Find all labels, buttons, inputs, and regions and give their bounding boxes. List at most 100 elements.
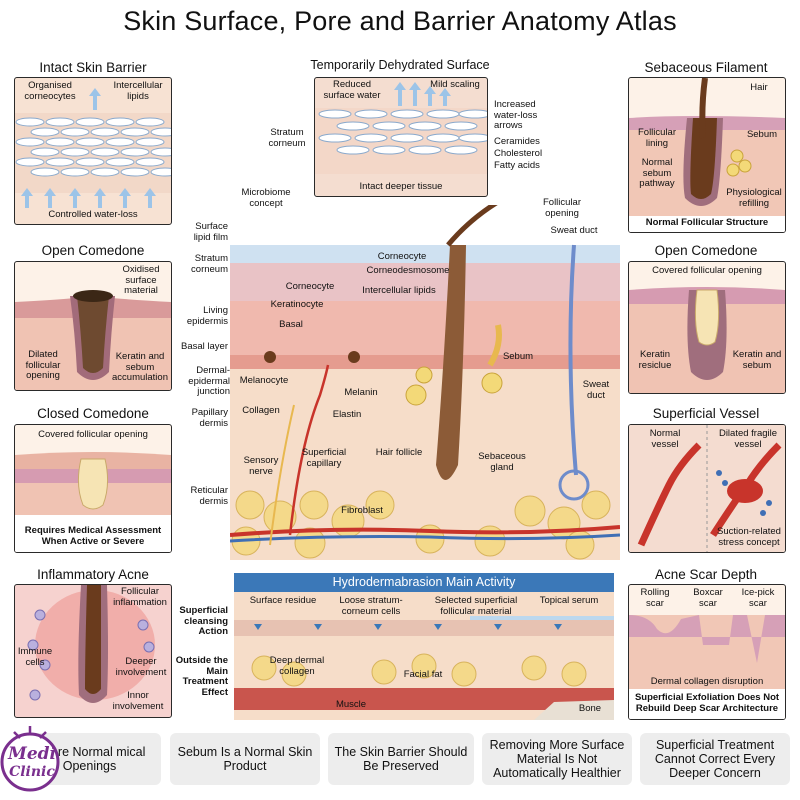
panel-title-superficial-vessel: Superficial Vessel <box>652 406 760 421</box>
label-surface-residue: Surface residue <box>249 595 317 606</box>
label-cholesterol: Cholesterol <box>494 148 543 159</box>
footer-box-removing: Removing More Surface Material Is Not Au… <box>482 733 632 785</box>
open-comedone-illustration <box>15 290 171 390</box>
panel-title-inflammatory-acne: Inflammatory Acne <box>37 567 149 582</box>
label-keratin-residue: Keratin resiclue <box>638 349 672 371</box>
label-dej: Dermal-epidermal junction <box>188 365 230 397</box>
label-sensory-nerve: Sensory nerve <box>243 455 279 477</box>
label-keratin-sebum: Keratin and sebum accumulation <box>112 351 168 383</box>
panel-title-intact: Intact Skin Barrier <box>39 60 147 75</box>
label-normal-sebum-pathway: Normal sebum pathway <box>639 157 675 189</box>
panel-title-acne-scar: Acne Scar Depth <box>654 567 758 582</box>
panel-dehydrated-surface: Reduced surface water Mild scaling Intac… <box>314 77 488 197</box>
label-controlled-water-loss: Controlled water-loss <box>48 209 138 220</box>
label-dilated-fragile-vessel: Dilated fragile vessel <box>718 428 778 450</box>
dehydrated-illustration <box>315 82 487 174</box>
hydrodermabrasion-illustration <box>234 592 614 720</box>
label-intercellular-center: Intercellular lipids <box>362 285 436 296</box>
panel-acne-scar-depth: Rolling scar Boxcar scar Ice-pick scar D… <box>628 584 786 720</box>
panel-title-sebaceous-filament: Sebaceous Filament <box>644 60 768 75</box>
caption-medical-assessment: Requires Medical Assessment When Active … <box>24 525 162 547</box>
footer-box-superficial: Superficial Treatment Cannot Correct Eve… <box>640 733 790 785</box>
skin-cross-section <box>230 205 620 560</box>
hydrodermabrasion-banner: Hydrodermabrasion Main Activity <box>234 573 614 592</box>
label-dermal-disruption: Dermal collagen disruption <box>650 676 764 687</box>
label-microbiome: Microbiome concept <box>241 187 291 209</box>
label-stratum-corneum-side: Stratum corneum <box>268 127 306 149</box>
medi-clinic-logo: Medi Clinic <box>0 718 64 800</box>
label-dilated-opening: Dilated follicular opening <box>25 349 61 381</box>
label-normal-vessel: Normal vessel <box>649 428 681 450</box>
label-sweat-duct-top: Sweat duct <box>550 225 598 236</box>
label-suction-stress: Suction-related stress concept <box>717 526 781 548</box>
label-sebum-center: Sebum <box>502 351 534 362</box>
label-inner-involvement: Innor involvement <box>112 690 164 712</box>
label-hair: Hair <box>750 82 768 93</box>
label-physiological-refilling: Physiological refilling <box>726 187 782 209</box>
label-papillary-dermis: Papillary dermis <box>191 407 228 429</box>
label-living-epidermis: Living epidermis <box>186 305 228 327</box>
label-reticular-dermis: Reticular dermis <box>190 485 229 507</box>
caption-superficial-exfoliation: Superficial Exfoliation Does Not Rebuild… <box>634 692 780 714</box>
panel-closed-comedone: Covered follicular opening Requires Medi… <box>14 424 172 553</box>
label-boxcar-scar: Boxcar scar <box>693 587 723 609</box>
label-basal-layer: Basal layer <box>181 341 228 352</box>
label-corneodesmosome: Corneodesmosome <box>366 265 450 276</box>
closed-comedone-illustration <box>15 452 171 552</box>
label-follicular-inflammation: Follicular inflammation <box>113 586 167 608</box>
label-intercellular-lipids: Intercellular lipids <box>113 80 163 102</box>
label-reduced-surface-water: Reduced surface water <box>323 79 381 101</box>
open-comedone-right-illustration <box>629 287 785 393</box>
panel-title-open-comedone-right: Open Comedone <box>654 243 758 258</box>
label-deeper-involvement: Deeper involvement <box>115 656 167 678</box>
sebaceous-filament-illustration <box>629 78 785 232</box>
label-corneocyte-1: Corneocyte <box>377 251 427 262</box>
label-superficial-capillary: Superficial capillary <box>301 447 347 469</box>
label-hair-follicle: Hair follicle <box>375 447 423 458</box>
label-ceramides: Ceramides <box>494 136 540 147</box>
panel-intact-barrier: Organised corneocytes Intercellular lipi… <box>14 77 172 225</box>
label-stratum-corneum-center: Stratum corneum <box>191 253 228 275</box>
label-surface-lipid: Surface lipid film <box>193 221 228 243</box>
label-muscle: Muscle <box>335 699 367 710</box>
logo-text-medi: Medi <box>8 744 56 764</box>
label-superficial-action: Superficial cleansing Action <box>179 605 228 637</box>
label-outside-treatment: Outside the Main Treatment Effect <box>175 655 228 698</box>
label-fatty-acids: Fatty acids <box>494 160 540 171</box>
label-keratinocyte: Keratinocyte <box>270 299 324 310</box>
superficial-vessel-illustration <box>629 425 785 552</box>
label-organised-corneocytes: Organised corneocytes <box>24 80 76 102</box>
logo-graphic <box>0 726 60 792</box>
label-icepick-scar: Ice-pick scar <box>741 587 775 609</box>
panel-inflammatory-acne: Follicular inflammation Immune cells Dee… <box>14 584 172 718</box>
label-deep-collagen: Deep dermal collagen <box>269 655 325 677</box>
label-elastin: Elastin <box>332 409 362 420</box>
acne-scar-illustration <box>629 615 785 719</box>
label-covered-opening: Covered follicular opening <box>38 429 148 440</box>
label-keratin-and-sebum: Keratin and sebum <box>732 349 782 371</box>
panel-sebaceous-filament: Hair Follicular lining Sebum Normal sebu… <box>628 77 786 233</box>
label-melanin: Melanin <box>344 387 378 398</box>
label-rolling-scar: Rolling scar <box>640 587 670 609</box>
panel-title-closed-comedone: Closed Comedone <box>37 406 149 421</box>
label-facial-fat: Facial fat <box>403 669 443 680</box>
logo-text-clinic: Clinic <box>9 764 55 780</box>
label-topical-serum: Topical serum <box>539 595 599 606</box>
label-sebaceous-gland: Sebaceous gland <box>478 451 526 473</box>
inflammatory-acne-illustration <box>27 585 155 703</box>
label-sebum-filament: Sebum <box>746 129 778 140</box>
label-follicular-lining: Follicular lining <box>637 127 676 149</box>
intact-barrier-illustration <box>15 88 171 208</box>
label-mild-scaling: Mild scaling <box>430 79 480 90</box>
label-intact-deeper-tissue: Intact deeper tissue <box>359 181 443 192</box>
label-collagen: Collagen <box>242 405 280 416</box>
page-title: Skin Surface, Pore and Barrier Anatomy A… <box>123 6 677 36</box>
label-melanocyte: Melanocyte <box>239 375 289 386</box>
label-basal: Basal <box>279 319 303 330</box>
panel-title-dehydrated: Temporarily Dehydrated Surface <box>310 58 490 72</box>
label-follicular-opening: Follicular opening <box>542 197 581 219</box>
panel-open-comedone-right: Covered follicular opening Keratin resic… <box>628 261 786 394</box>
label-corneocyte-2: Corneocyte <box>285 281 335 292</box>
footer-box-barrier: The Skin Barrier Should Be Preserved <box>328 733 474 785</box>
footer-box-sebum: Sebum Is a Normal Skin Product <box>170 733 320 785</box>
